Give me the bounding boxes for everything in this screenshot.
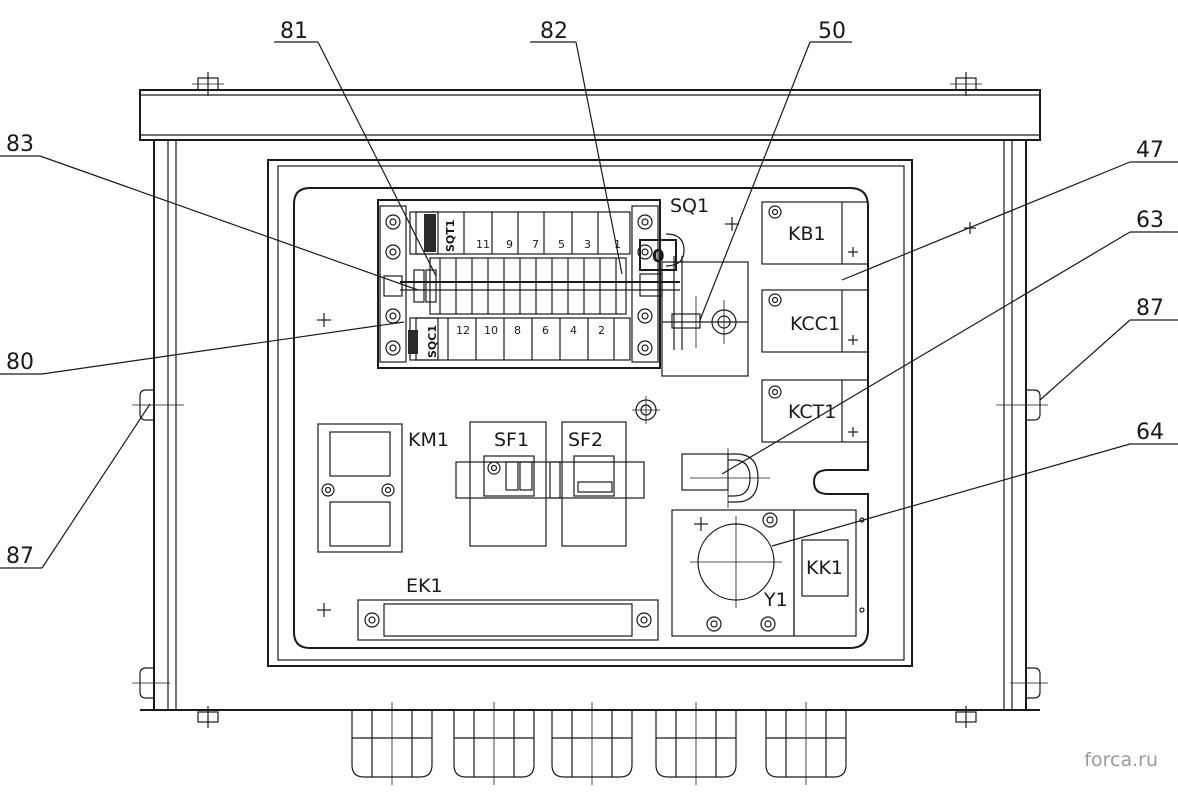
callout-64: 64 <box>1136 420 1164 445</box>
side-lug-left-lower <box>132 667 170 699</box>
label-sqt1: SQT1 <box>444 220 457 252</box>
terminal-number: 6 <box>542 324 549 337</box>
cable-gland <box>453 702 535 785</box>
cable-gland <box>551 702 633 785</box>
callout-47: 47 <box>1136 138 1164 163</box>
breaker-sf1 <box>455 421 561 547</box>
relay-screw <box>768 293 782 307</box>
part-63 <box>681 448 770 508</box>
label-zero: 0 <box>652 246 665 267</box>
label-sf2: SF2 <box>568 429 603 451</box>
bottom-bolt-left <box>197 706 219 728</box>
terminal-screw <box>637 214 653 230</box>
terminal-screw <box>385 214 401 230</box>
terminal-number: 5 <box>558 238 565 251</box>
terminal-numbers: 11 9 7 5 3 1 12 10 8 6 4 2 <box>456 238 621 337</box>
callout-50: 50 <box>818 19 846 44</box>
cable-gland <box>655 702 737 785</box>
label-sqc1: SQC1 <box>426 325 439 358</box>
terminal-number: 7 <box>532 238 539 251</box>
label-sf1: SF1 <box>494 429 529 451</box>
terminal-screw <box>637 308 653 324</box>
relay-kb1 <box>761 201 869 265</box>
label-y1: Y1 <box>763 589 788 611</box>
terminal-screw <box>385 244 401 260</box>
label-kb1: KB1 <box>788 223 826 245</box>
side-lug-left-upper <box>132 389 184 421</box>
bottom-bolt-right <box>955 706 977 728</box>
callout-83: 83 <box>6 132 34 157</box>
callout-80: 80 <box>6 350 34 375</box>
side-lug-right-upper <box>996 389 1048 421</box>
relay-kk1 <box>793 509 865 637</box>
callout-63: 63 <box>1136 208 1164 233</box>
terminal-number: 8 <box>514 324 521 337</box>
callout-87-right: 87 <box>1136 296 1164 321</box>
cable-gland <box>351 702 433 785</box>
relay-screw <box>768 385 782 399</box>
watermark-text: forca.ru <box>1084 749 1158 771</box>
breaker-sf2 <box>549 421 645 547</box>
label-kct1: KCT1 <box>788 401 836 423</box>
mounting-screw <box>632 396 660 424</box>
top-bolt-right <box>950 72 982 96</box>
enclosure <box>132 72 1048 728</box>
relay-kcc1 <box>761 289 869 353</box>
terminal-number: 2 <box>598 324 605 337</box>
terminal-number: 1 <box>614 238 621 251</box>
label-kk1: KK1 <box>806 557 843 579</box>
callout-numbers: 81 82 50 83 47 63 87 80 87 64 <box>6 19 1164 569</box>
cable-gland <box>765 702 847 785</box>
terminal-screw <box>637 340 653 356</box>
relay-screw <box>768 205 782 219</box>
terminal-number: 4 <box>570 324 577 337</box>
side-lug-right-lower <box>1010 667 1048 699</box>
solenoid-y1 <box>671 509 795 637</box>
callout-87-left: 87 <box>6 544 34 569</box>
terminal-screw <box>385 340 401 356</box>
label-sq1: SQ1 <box>670 195 709 217</box>
plus-marks <box>317 217 976 617</box>
terminal-number: 12 <box>456 324 470 337</box>
cam-comb-teeth <box>439 258 617 314</box>
label-kcc1: KCC1 <box>790 313 840 335</box>
label-km1: KM1 <box>408 429 449 451</box>
component-labels: SQ1 KB1 KCC1 KCT1 KM1 SF1 SF2 EK1 KK1 Y1… <box>406 195 843 611</box>
terminal-screw <box>385 308 401 324</box>
terminal-number: 3 <box>584 238 591 251</box>
callout-82: 82 <box>540 19 568 44</box>
leader-lines <box>0 41 1178 569</box>
terminal-number: 10 <box>484 324 498 337</box>
top-bolt-left <box>192 72 224 96</box>
terminal-screw <box>637 244 653 260</box>
callout-81: 81 <box>280 19 308 44</box>
relay-kct1 <box>761 379 869 443</box>
cable-glands <box>351 702 847 785</box>
contactor-km1 <box>317 423 403 553</box>
heater-ek1 <box>357 599 659 641</box>
terminal-number: 9 <box>506 238 513 251</box>
terminal-block-assembly <box>377 199 685 369</box>
terminal-number: 11 <box>476 238 490 251</box>
label-ek1: EK1 <box>406 575 443 597</box>
bracket-50 <box>661 256 749 377</box>
